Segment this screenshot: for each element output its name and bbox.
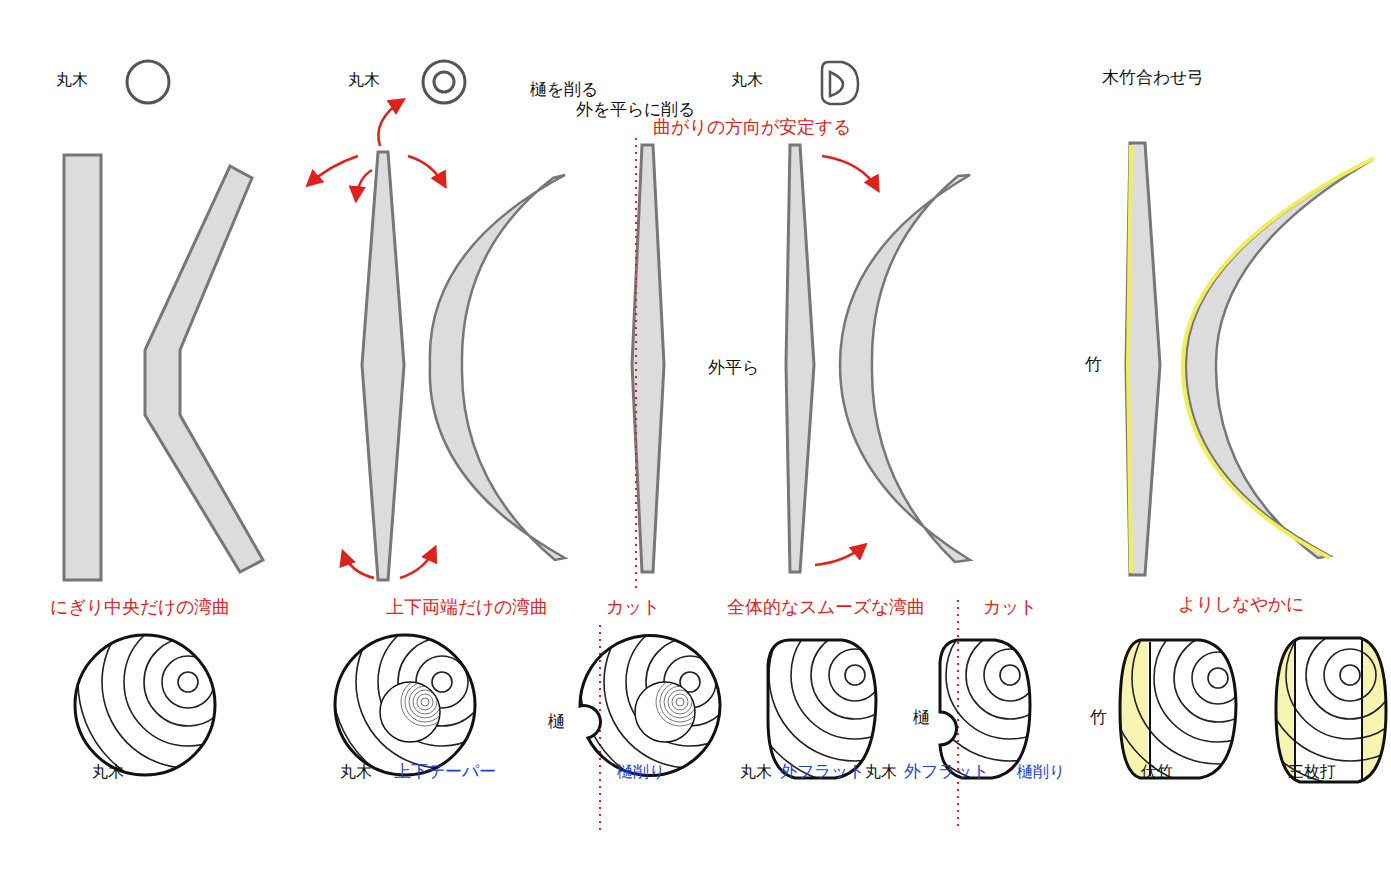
drawing-stroke	[127, 61, 169, 103]
label-text: 全体的なスムーズな湾曲	[727, 597, 925, 618]
drawing-stroke	[1082, 542, 1354, 814]
drawing-stroke	[656, 678, 704, 726]
label-text: 樋削り	[617, 763, 665, 781]
drawing-stroke	[656, 678, 704, 726]
label-text: 樋	[913, 708, 930, 728]
drawing-stroke	[874, 539, 1146, 811]
drawing-stroke	[308, 156, 358, 185]
label-text: カット	[606, 597, 660, 618]
label-text: にぎり中央だけの湾曲	[50, 597, 230, 618]
label-text: 外フラット	[904, 762, 989, 782]
drawing-stroke	[840, 175, 970, 562]
label-text: 丸木	[740, 763, 772, 781]
label-text: 丸木	[865, 763, 897, 781]
drawing-stroke	[1294, 640, 1296, 780]
label-text: 樋削り	[1017, 763, 1065, 781]
label-text: 丸木	[340, 763, 372, 781]
drawing-stroke	[1186, 160, 1372, 558]
label-text: 樋	[548, 712, 565, 732]
label-text: 木竹合わせ弓	[1102, 68, 1204, 88]
drawing-stroke	[786, 145, 814, 572]
label-text: 三枚打	[1288, 763, 1336, 781]
label-text: 丸木	[92, 763, 124, 781]
drawing-stroke	[64, 155, 101, 580]
drawing-stroke	[378, 100, 403, 146]
drawing-stroke	[335, 635, 475, 775]
drawing-stroke	[940, 640, 1030, 778]
drawing-stroke	[306, 546, 578, 818]
label-text: 竹	[1090, 708, 1107, 728]
drawing-stroke	[957, 600, 959, 830]
drawing-stroke	[400, 548, 435, 578]
drawing-stroke	[815, 156, 878, 565]
drawing-stroke	[1276, 638, 1386, 782]
drawing-stroke	[719, 539, 991, 811]
label-text: カット	[983, 597, 1037, 618]
drawing-stroke	[768, 640, 876, 778]
label-text: 曲がりの方向が安定する	[653, 117, 851, 138]
drawing-stroke	[1128, 145, 1131, 573]
label-text: 竹	[1085, 355, 1102, 375]
label-text: 上下両端だけの湾曲	[386, 597, 548, 618]
label-text: 上下テーパー	[394, 762, 496, 782]
drawing-stroke	[1214, 539, 1391, 811]
drawing-stroke	[1149, 642, 1151, 776]
drawing-stroke	[719, 539, 991, 811]
drawing-stroke	[362, 152, 404, 580]
drawing-stroke	[1118, 638, 1148, 783]
drawing-stroke	[1361, 640, 1363, 780]
label-text: 外フラット	[780, 762, 865, 782]
drawing-stroke	[1082, 542, 1354, 814]
drawing-stroke	[1126, 143, 1160, 575]
drawing-stroke	[1214, 539, 1391, 811]
drawing-stroke	[874, 539, 1146, 811]
drawing-stroke	[822, 62, 858, 104]
drawing-stroke	[430, 175, 565, 560]
drawing-stroke	[306, 546, 578, 818]
drawing-stroke	[580, 636, 720, 776]
label-text: 外平ら	[708, 358, 759, 378]
label-text: 樋を削る	[530, 80, 598, 100]
drawing-stroke	[52, 546, 324, 818]
label-text: 丸木	[56, 71, 88, 89]
drawing-stroke	[434, 72, 454, 92]
drawing-stroke	[1183, 158, 1374, 558]
label-text: 丸木	[731, 71, 763, 89]
drawing-stroke	[356, 170, 372, 200]
label-text: よりしなやかに	[1178, 594, 1304, 615]
drawing-stroke	[308, 100, 445, 578]
label-text: 丸木	[348, 71, 380, 89]
drawing-stroke	[822, 156, 878, 190]
drawing-stroke	[52, 546, 324, 818]
drawing-stroke	[815, 545, 865, 565]
drawing-stroke	[75, 635, 215, 775]
drawing-stroke	[401, 678, 449, 726]
drawing-stroke	[423, 61, 465, 103]
drawing-stroke	[1120, 640, 1236, 778]
drawing-stroke	[635, 138, 637, 590]
drawing-stroke	[145, 166, 263, 572]
drawing-stroke	[401, 678, 449, 726]
label-text: 伏竹	[1141, 763, 1173, 781]
drawing-stroke	[343, 552, 374, 578]
drawing-stroke	[408, 156, 445, 186]
